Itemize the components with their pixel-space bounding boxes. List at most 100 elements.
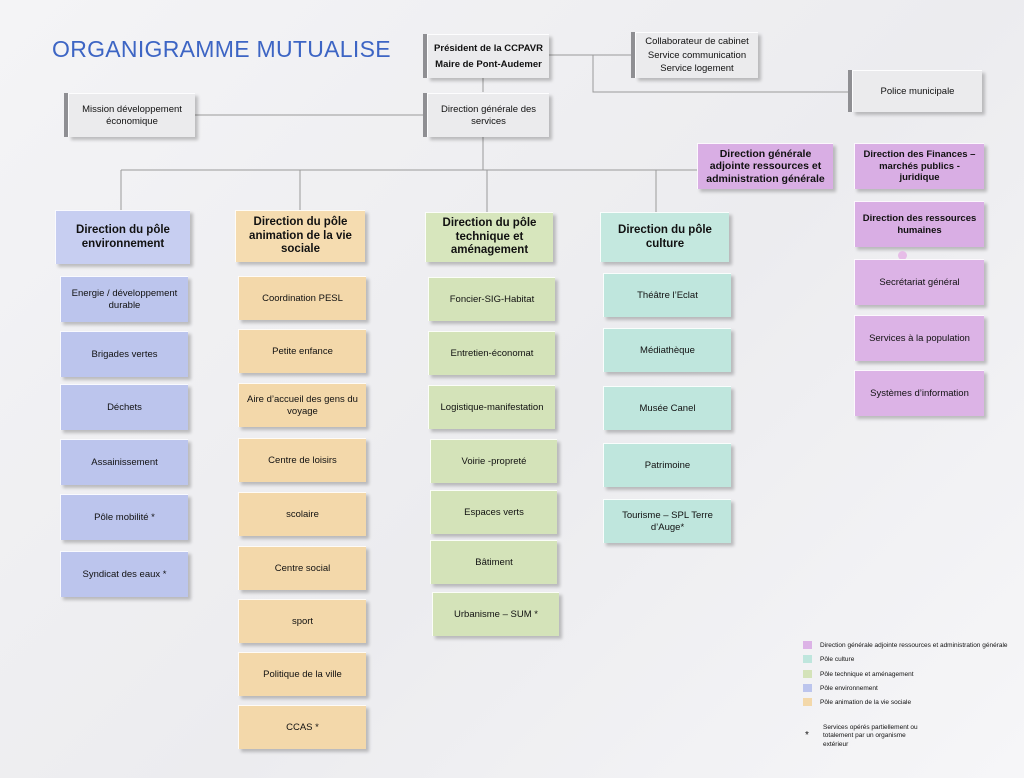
pole-environnement-head: Direction du pôle environnement — [55, 210, 190, 264]
pole-environnement-title: Direction du pôle environnement — [76, 223, 170, 250]
legend-label: Pôle culture — [820, 655, 855, 663]
technique-item-label: Urbanisme – SUM * — [454, 608, 538, 620]
cabinet-line3: Service logement — [660, 63, 734, 75]
president-line1: Président de la CCPAVR — [434, 42, 543, 54]
animation-item-label: Aire d’accueil des gens du voyage — [247, 393, 358, 417]
environnement-item-label: Energie / développement durable — [71, 287, 178, 311]
pole-technique-title: Direction du pôle technique et aménageme… — [442, 216, 537, 257]
dgs-label: Direction générale des services — [440, 103, 537, 127]
animation-item: Petite enfance — [238, 329, 366, 373]
culture-item-label: Tourisme – SPL Terre d’Auge* — [622, 509, 713, 533]
pole-animation-title: Direction du pôle animation de la vie so… — [249, 215, 352, 256]
legend-label: Pôle technique et aménagement — [820, 670, 914, 678]
environnement-item: Assainissement — [60, 439, 188, 485]
legend-swatch — [803, 698, 812, 706]
environnement-item-label: Assainissement — [91, 456, 158, 468]
animation-item: sport — [238, 599, 366, 643]
legend-item: Pôle technique et aménagement — [803, 670, 914, 678]
environnement-item: Brigades vertes — [60, 331, 188, 377]
legend-swatch — [803, 670, 812, 678]
technique-item: Voirie -propreté — [430, 439, 557, 483]
animation-item-label: Centre social — [274, 562, 331, 574]
technique-item-label: Logistique-manifestation — [440, 401, 544, 413]
ressources-item-label: Services à la population — [869, 332, 970, 344]
technique-item: Espaces verts — [430, 490, 557, 534]
culture-item: Patrimoine — [603, 443, 731, 487]
technique-item-label: Foncier-SIG-Habitat — [449, 293, 535, 305]
legend-item: Pôle culture — [803, 655, 854, 663]
animation-item: Centre de loisirs — [238, 438, 366, 482]
president-box: Président de la CCPAVR Maire de Pont-Aud… — [427, 34, 549, 78]
technique-item-label: Bâtiment — [475, 556, 513, 568]
ressources-item: Direction des ressources humaines — [854, 201, 984, 247]
dgs-box: Direction générale des services — [427, 93, 549, 137]
technique-item-label: Entretien-économat — [450, 347, 534, 359]
ressources-item: Services à la population — [854, 315, 984, 361]
pole-technique-head: Direction du pôle technique et aménageme… — [425, 212, 553, 262]
culture-item: Musée Canel — [603, 386, 731, 430]
animation-item: Aire d’accueil des gens du voyage — [238, 383, 366, 427]
animation-item-label: Coordination PESL — [262, 292, 343, 304]
animation-item: Centre social — [238, 546, 366, 590]
environnement-item: Energie / développement durable — [60, 276, 188, 322]
environnement-item-label: Syndicat des eaux * — [82, 568, 167, 580]
page-title: ORGANIGRAMME MUTUALISE — [52, 36, 391, 62]
police-label: Police municipale — [880, 85, 955, 97]
mission-label: Mission développement économique — [82, 103, 182, 127]
pole-culture-head: Direction du pôle culture — [600, 212, 729, 262]
legend-note-text: Services opérés partiellement ou totalem… — [823, 724, 918, 748]
animation-item-label: CCAS * — [286, 721, 319, 733]
legend-item: Pôle environnement — [803, 684, 878, 692]
technique-item-label: Voirie -propreté — [461, 455, 527, 467]
technique-item: Bâtiment — [430, 540, 557, 584]
legend-label: Direction générale adjointe ressources e… — [820, 641, 1008, 649]
cabinet-line2: Service communication — [647, 49, 747, 61]
animation-item-label: sport — [291, 615, 314, 627]
culture-item-label: Théâtre l’Eclat — [637, 289, 698, 301]
legend-swatch — [803, 641, 812, 649]
technique-item-label: Espaces verts — [464, 506, 524, 518]
technique-item: Entretien-économat — [428, 331, 555, 375]
culture-item-label: Musée Canel — [639, 402, 696, 414]
dga-label: Direction générale adjointe ressources e… — [706, 147, 825, 185]
animation-item-label: Petite enfance — [272, 345, 333, 357]
culture-item: Tourisme – SPL Terre d’Auge* — [603, 499, 731, 543]
animation-item-label: Politique de la ville — [263, 668, 342, 680]
animation-item: Coordination PESL — [238, 276, 366, 320]
legend-item: Direction générale adjointe ressources e… — [803, 641, 1008, 649]
environnement-item-label: Déchets — [107, 401, 142, 413]
culture-item: Théâtre l’Eclat — [603, 273, 731, 317]
legend-label: Pôle animation de la vie sociale — [820, 698, 912, 706]
culture-item-label: Médiathèque — [640, 344, 695, 356]
animation-item: Politique de la ville — [238, 652, 366, 696]
president-line2: Maire de Pont-Audemer — [435, 58, 542, 70]
environnement-item-label: Brigades vertes — [91, 348, 158, 360]
ressources-item-label: Direction des Finances – marchés publics… — [863, 149, 976, 184]
legend-item: Pôle animation de la vie sociale — [803, 698, 911, 706]
animation-item-label: scolaire — [286, 508, 319, 520]
technique-item: Foncier-SIG-Habitat — [428, 277, 555, 321]
ressources-item: Direction des Finances – marchés publics… — [854, 143, 984, 189]
ressources-item-label: Direction des ressources humaines — [862, 213, 977, 236]
animation-item: CCAS * — [238, 705, 366, 749]
police-box: Police municipale — [852, 70, 982, 112]
animation-item-label: Centre de loisirs — [268, 454, 337, 466]
technique-item: Logistique-manifestation — [428, 385, 555, 429]
culture-item-label: Patrimoine — [644, 459, 691, 471]
legend-star: * — [805, 730, 809, 741]
animation-item: scolaire — [238, 492, 366, 536]
pole-animation-head: Direction du pôle animation de la vie so… — [235, 210, 365, 262]
pole-culture-title: Direction du pôle culture — [618, 223, 712, 250]
culture-item: Médiathèque — [603, 328, 731, 372]
cabinet-box: Collaborateur de cabinet Service communi… — [635, 32, 758, 78]
legend-swatch — [803, 655, 812, 663]
ressources-item-label: Secrétariat général — [879, 276, 960, 288]
legend-note: * Services opérés partiellement ou total… — [805, 724, 931, 749]
environnement-item: Syndicat des eaux * — [60, 551, 188, 597]
environnement-item-label: Pôle mobilité * — [94, 511, 155, 523]
mission-box: Mission développement économique — [68, 93, 195, 137]
connector-dot — [898, 251, 907, 260]
technique-item: Urbanisme – SUM * — [432, 592, 559, 636]
legend-label: Pôle environnement — [820, 684, 878, 692]
